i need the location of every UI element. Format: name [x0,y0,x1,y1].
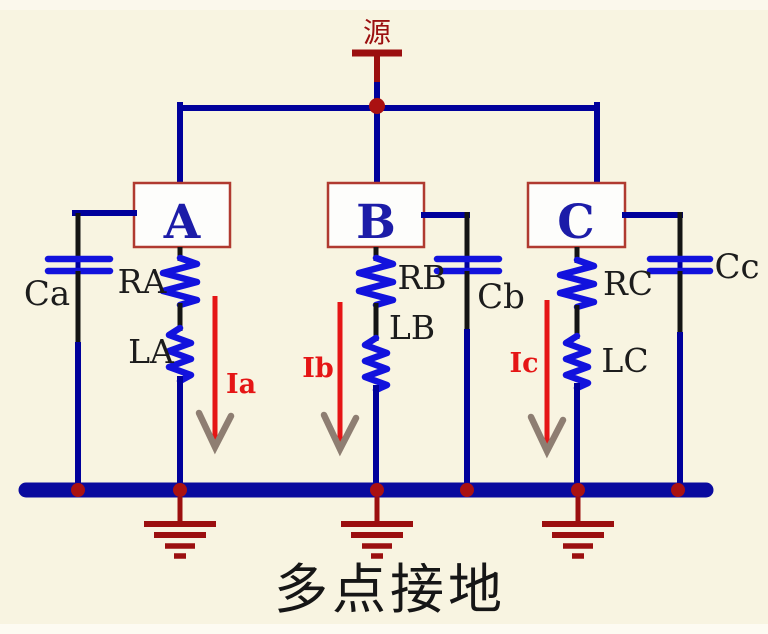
source-terminal: 源 [352,16,402,109]
bus-junction-dot-b [370,483,384,497]
resistor-c-symbol [556,256,598,311]
box-a [132,181,232,249]
capacitor-branch-b: Cb [421,212,525,493]
inductor-c-symbol [562,332,592,392]
bus-junction-dot-c [571,483,585,497]
capacitor-branch-c: Cc [622,212,760,493]
inductor-c-label: LC [601,341,648,380]
ground-symbol-a [144,497,216,559]
cap-c-label: Cc [714,247,759,287]
phase-branch-b: RB LB Ib [302,247,447,493]
resistor-b-label: RB [397,258,446,297]
cap-a-label: Ca [24,274,70,314]
box-b-letter: B [356,195,396,250]
inductor-a-label: LA [128,332,175,371]
ground-symbol-c [542,497,614,559]
capacitor-branch-a: Ca [24,210,137,493]
phase-box-c: C [526,181,627,250]
resistor-a-label: RA [118,262,168,301]
phase-box-b: B [326,181,426,250]
current-c-label: Ic [509,348,538,379]
current-a-label: Ia [226,369,256,400]
ground-bus [18,482,714,498]
inductor-b-label: LB [389,308,435,347]
current-c-arrowhead [527,413,567,459]
bus-junction-dot-ca [71,483,85,497]
inductor-a-symbol [165,324,195,385]
bottom-edge-strip [0,624,768,634]
bus-junction-dot-cb [460,483,474,497]
bus-junction-dot-cc [671,483,685,497]
phase-branch-c: RC LC Ic [509,247,653,493]
current-b-label: Ib [302,353,334,384]
bus-junction-dot-a [173,483,187,497]
source-label: 源 [363,16,391,49]
box-a-letter: A [163,195,201,250]
ground-symbol-b [341,497,413,559]
phase-box-a: A [132,181,232,250]
resistor-a-symbol [159,254,201,309]
box-c-letter: C [557,195,594,250]
phase-branch-a: RA LA Ia [118,247,256,493]
resistor-b-symbol [355,254,397,309]
top-edge-strip [0,0,768,10]
cap-b-label: Cb [477,277,525,317]
diagram-caption: 多点接地 [274,558,506,621]
source-junction-dot [369,98,385,114]
resistor-c-label: RC [603,264,653,303]
inductor-b-symbol [361,334,391,394]
current-b-arrowhead [320,411,360,457]
current-a-arrowhead [195,409,235,455]
top-rail [177,98,600,187]
